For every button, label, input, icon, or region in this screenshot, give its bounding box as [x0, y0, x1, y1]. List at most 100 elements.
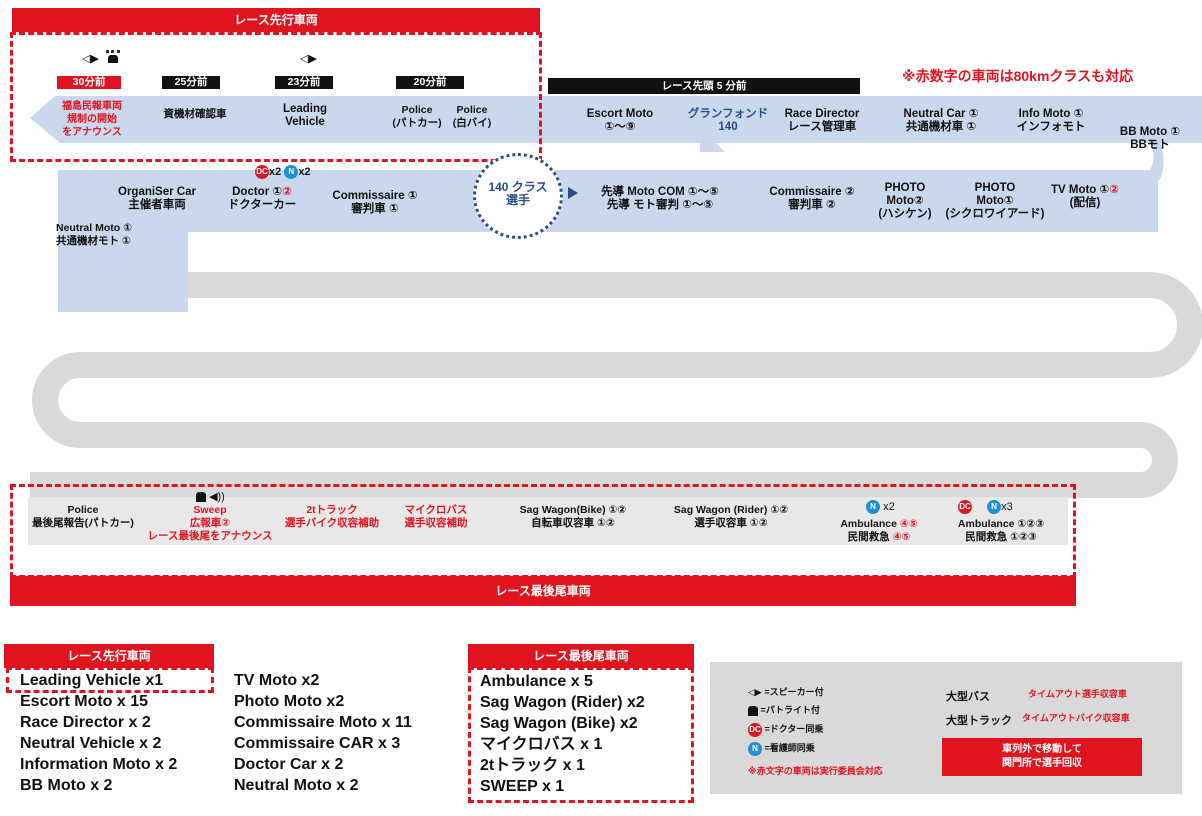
amb1-line1: Ambulance [840, 518, 900, 530]
doctor-line2: ドクターカー [227, 199, 297, 211]
tail-police: Police 最後尾報告(パトカー) [20, 504, 146, 530]
count-item: 2tトラック x 1 [480, 757, 585, 774]
amb1-badges: N x2 [866, 500, 895, 514]
counts-col-1: Leading Vehicle x1 Escort Moto x 15 Race… [20, 670, 177, 796]
amb2-nurse-badge: N [987, 500, 1002, 514]
doctor-badge-icon: DC [255, 165, 269, 179]
sweep-line2: 広報車② [189, 517, 231, 529]
fukushima-line3: をアナウンス [62, 127, 122, 138]
legend-outside-box: 車列外で移動して 関門所で選手回収 [942, 738, 1142, 776]
doctor-badge-count: x2 [269, 165, 282, 178]
time-20: 20分前 [396, 76, 464, 89]
route-blue-drop [58, 170, 188, 312]
count-item: Photo Moto x2 [234, 693, 345, 710]
doctor-car: Doctor ①② ドクターカー [222, 186, 302, 212]
time-30: 30分前 [57, 76, 121, 89]
bb-moto-line2: BBモト [1130, 139, 1170, 151]
sag-wagon-rider: Sag Wagon (Rider) ①② 選手収容車 ①② [652, 504, 810, 530]
microbus: マイクロバス 選手収容補助 [390, 504, 482, 530]
police-patrol-car: Police (パトカー) [388, 104, 446, 130]
granfondo-line1: グランフォンド [687, 108, 769, 120]
route-blue-middle [58, 170, 1158, 232]
legend-note: ※赤文字の車両は実行委員会対応 [748, 766, 883, 776]
count-item: Neutral Vehicle x 2 [20, 735, 162, 752]
legend-bus: 大型バス [946, 691, 990, 703]
time-25: 25分前 [162, 76, 220, 89]
tv-moto-line2: (配信) [1069, 197, 1101, 209]
speaker-icon-tail: ◀)) [209, 491, 225, 503]
bb-moto-line1: BB Moto ① [1119, 126, 1181, 138]
photo1-line1: PHOTO [974, 182, 1016, 194]
amb2-count: x3 [1001, 500, 1013, 513]
leading-line1: Leading [282, 103, 328, 115]
escort-line2: ①～⑨ [604, 121, 636, 133]
count-item: Leading Vehicle x1 [20, 672, 164, 689]
legend-bus-desc: タイムアウト選手収容車 [1028, 689, 1127, 699]
speaker-icon-legend: ◁▶ [748, 687, 765, 697]
count-item: Doctor Car x 2 [234, 756, 344, 773]
race-head-bar: レース先頭 5 分前 [548, 78, 860, 94]
ambulance-1: Ambulance ④⑤ 民間救急 ④⑤ [820, 518, 938, 544]
neutral-car-line1: Neutral Car [903, 108, 969, 120]
race-director-line1: Race Director [784, 108, 860, 120]
amb2-line1: Ambulance ①②③ [957, 518, 1045, 530]
route-tail-band [28, 497, 1068, 545]
neutral-car: Neutral Car ① 共通機材車 ① [886, 108, 996, 134]
photo2-line2: Moto② [886, 195, 924, 207]
counts-tail-label: レース最後尾車両 [468, 644, 694, 668]
sag-bike-line1: Sag Wagon(Bike) ①② [519, 504, 627, 516]
legend-patlight-text: =パトライト付 [760, 705, 821, 715]
counts-col-2: TV Moto x2 Photo Moto x2 Commissaire Mot… [234, 670, 412, 796]
info-moto-line1: Info Moto ① [1018, 108, 1084, 120]
tail-police-line1: Police [67, 504, 99, 516]
commissaire1-line1: Commissaire ① [332, 190, 418, 202]
nurse-badge-legend: N [748, 741, 762, 756]
doctor-line1: Doctor ① [232, 186, 283, 198]
neutral-moto-line2: 共通機材モト ① [56, 235, 131, 247]
counts-lead-label: レース先行車両 [4, 644, 214, 668]
nurse-badge-count: x2 [298, 165, 311, 178]
count-item: Information Moto x 2 [20, 756, 178, 773]
amb1-nurse-count: x2 [883, 500, 895, 513]
speaker-icon-2: ◁▶ [300, 53, 317, 65]
count-item: TV Moto x2 [234, 672, 320, 689]
count-item: Escort Moto x 15 [20, 693, 149, 710]
legend-box-line2: 関門所で選手回収 [1002, 758, 1082, 769]
escort-line1: Escort Moto [586, 108, 654, 120]
photo1-line3: (シクロワイアード) [945, 208, 1045, 220]
count-item: BB Moto x 2 [20, 777, 113, 794]
neutral-car-num: ① [968, 108, 979, 120]
patlight-icon [106, 50, 120, 66]
tail-count-frame [468, 667, 694, 803]
police1-line1: Police [401, 104, 433, 116]
microbus-line1: マイクロバス [404, 504, 468, 516]
route-diagram [28, 96, 1202, 545]
granfondo-line2: 140 [718, 121, 738, 133]
tail-sweep-icons: ◀)) [196, 490, 225, 503]
tail-police-line2: 最後尾報告(パトカー) [32, 517, 134, 529]
count-item: マイクロバス x 1 [480, 736, 603, 753]
truck2t-line2: 選手バイク収容補助 [284, 517, 380, 529]
riders-label: 140 クラス 選手 [473, 181, 563, 207]
tv-moto-line1: TV Moto ① [1050, 184, 1110, 196]
route-arrow-granfondo [700, 128, 725, 152]
route-arrow-riders [568, 187, 578, 199]
amb2-line2: 民間救急 ①②③ [965, 531, 1037, 543]
count-item: Ambulance x 5 [480, 673, 593, 690]
truck2t-line1: 2tトラック [306, 504, 358, 516]
time-23: 23分前 [275, 76, 333, 89]
patlight-icon-legend [748, 705, 758, 716]
photo2-line1: PHOTO [884, 182, 926, 194]
police-motorbike: Police (白バイ) [444, 104, 500, 130]
patlight-icon-tail [196, 492, 206, 503]
fukushima-line1: 福島民報車両 [62, 101, 122, 112]
info-moto-line2: インフォモト [1016, 121, 1086, 133]
organiser-line1: OrganiSer Car [118, 186, 196, 198]
count-item: SWEEP x 1 [480, 778, 565, 795]
legend-doctor-text: =ドクター同乗 [764, 724, 824, 734]
neutral-moto: Neutral Moto ① 共通機材モト ① [56, 222, 132, 248]
sendo-line1: 先導 Moto COM ①～⑤ [601, 186, 719, 198]
commissaire-1: Commissaire ① 審判車 ① [320, 190, 430, 216]
riders-circle [473, 153, 563, 239]
